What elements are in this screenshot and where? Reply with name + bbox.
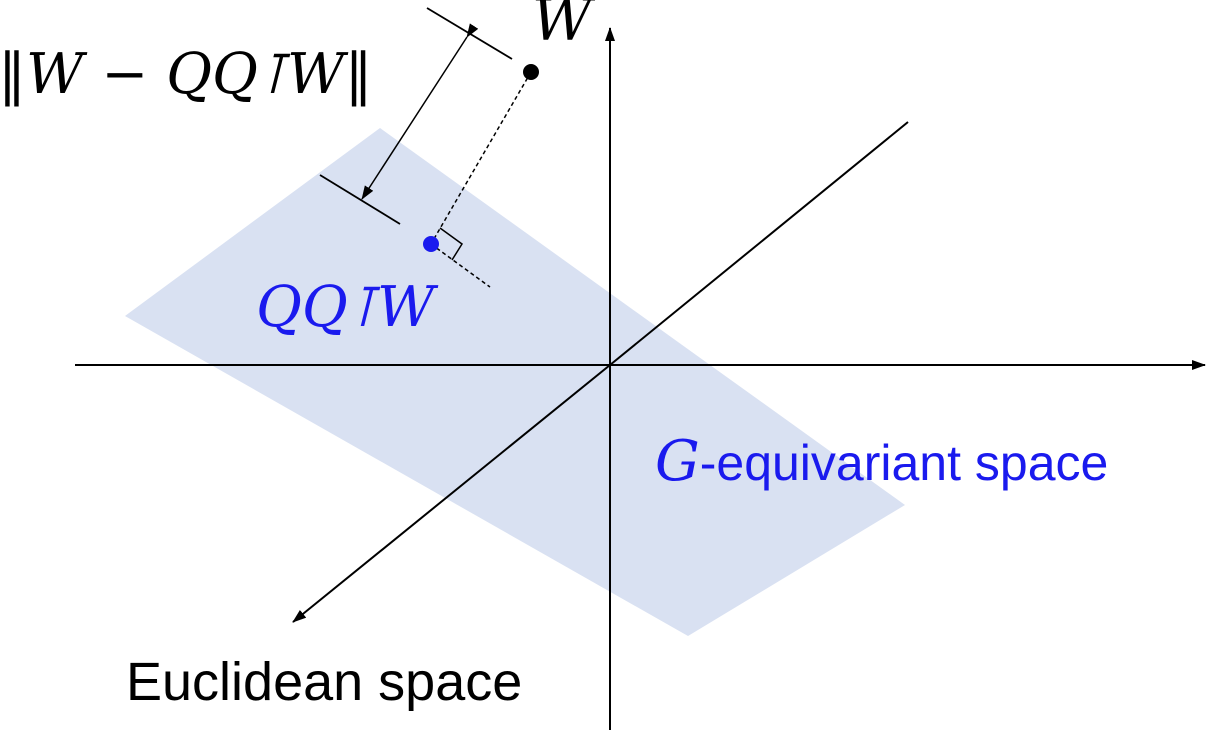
depth-axis-far — [609, 121, 909, 366]
distance-tick-top — [426, 7, 513, 60]
equivariant-subspace-plane — [125, 128, 905, 636]
point-w-label: W — [532, 0, 596, 54]
point-w — [523, 64, 539, 80]
projection-line — [430, 71, 532, 245]
distance-tick-bottom — [319, 174, 401, 225]
point-projection — [423, 236, 439, 252]
distance-arrow — [361, 23, 479, 200]
depth-axis-near — [292, 364, 611, 623]
subspace-label: G-equivariant space — [655, 429, 1108, 494]
in-plane-line — [430, 243, 491, 288]
ambient-label: Euclidean space — [126, 652, 522, 712]
subspace-label-symbol: G — [655, 429, 700, 494]
projection-label: QQ⊺W — [256, 275, 439, 340]
right-angle-marker — [439, 227, 464, 261]
norm-label: ‖W − QQ⊺W‖ — [0, 42, 373, 107]
subspace-label-text: -equivariant space — [700, 435, 1109, 491]
